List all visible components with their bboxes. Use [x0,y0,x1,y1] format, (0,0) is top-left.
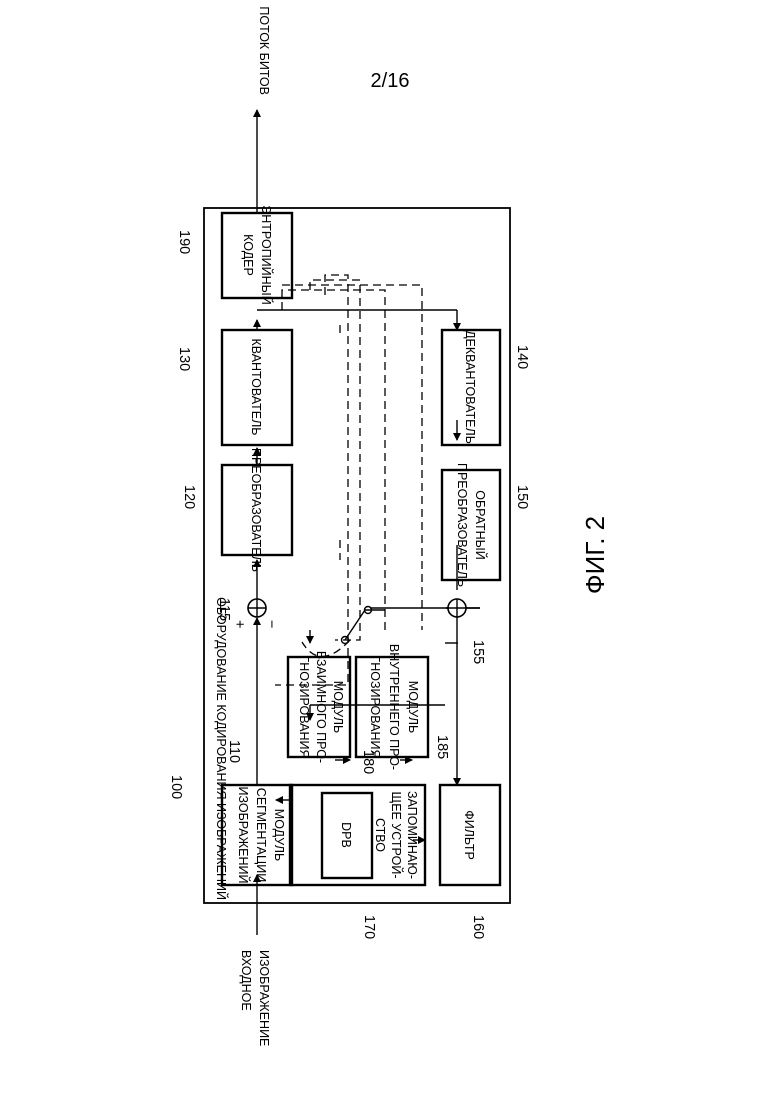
intra-prediction-label-3: ГНОЗИРОВАНИЯ [368,655,382,758]
adder-number: 155 [470,640,486,664]
quantizer-label: КВАНТОВАТЕЛЬ [249,338,263,435]
intra-prediction-label-1: МОДУЛЬ [406,681,420,733]
inverse-transformer-block [442,470,500,580]
apparatus-number: 100 [168,775,184,799]
dequantizer-label: ДЕКВАНТОВАТЕЛЬ [463,330,477,444]
inter-prediction-label-2: ВЗАИМНОГО ПРО- [314,651,328,763]
filter-label: ФИЛЬТР [462,810,476,860]
memory-label-2: ЩЕЕ УСТРОЙ- [389,792,404,879]
transformer-number: 120 [181,485,197,509]
intra-prediction-label-2: ВНУТРЕННЕГО ПРО- [387,644,401,770]
intra-prediction-number: 185 [434,735,450,759]
input-label-2: ИЗОБРАЖЕНИЕ [257,950,271,1046]
memory-block [290,785,425,885]
inverse-transformer-label-2: ПРЕОБРАЗОВАТЕЛЬ [455,463,469,587]
subtractor-minus: − [263,620,279,628]
entropy-coder-label-1: ЭНТРОПИЙНЫЙ [259,205,274,304]
adder-node [448,599,466,617]
output-label: ПОТОК БИТОВ [257,6,271,95]
dpb-label: DPB [339,822,353,848]
segmentation-label-1: МОДУЛЬ [272,809,286,861]
segmentation-label-3: ИЗОБРАЖЕНИЙ [236,786,251,883]
control-lines [275,275,422,685]
subtractor-plus: + [231,620,247,628]
dequantizer-number: 140 [514,345,530,369]
filter-number: 160 [470,915,486,939]
inverse-transformer-label-1: ОБРАТНЫЙ [473,490,488,560]
inter-prediction-label-1: МОДУЛЬ [331,681,345,733]
transformer-label: ПРЕОБРАЗОВАТЕЛЬ [249,448,263,572]
entropy-coder-label-2: КОДЕР [241,234,255,276]
entropy-coder-block [222,213,292,298]
figure-label: ФИГ. 2 [580,516,610,594]
entropy-coder-number: 190 [176,230,192,254]
inverse-transformer-number: 150 [514,485,530,509]
apparatus-label: ОБОРУДОВАНИЕ КОДИРОВАНИЯ ИЗОБРАЖЕНИЙ [214,597,229,900]
subtractor-node [248,599,266,617]
input-label-1: ВХОДНОЕ [239,950,253,1011]
inter-prediction-number: 180 [360,750,376,774]
quantizer-number: 130 [176,347,192,371]
inter-prediction-label-3: ГНОЗИРОВАНИЯ [297,655,311,758]
memory-label-3: СТВО [373,818,387,852]
segmentation-label-2: СЕГМЕНТАЦИИ [254,788,268,882]
memory-number: 170 [361,915,377,939]
memory-label-1: ЗАПОМИНАЮ- [405,791,419,879]
